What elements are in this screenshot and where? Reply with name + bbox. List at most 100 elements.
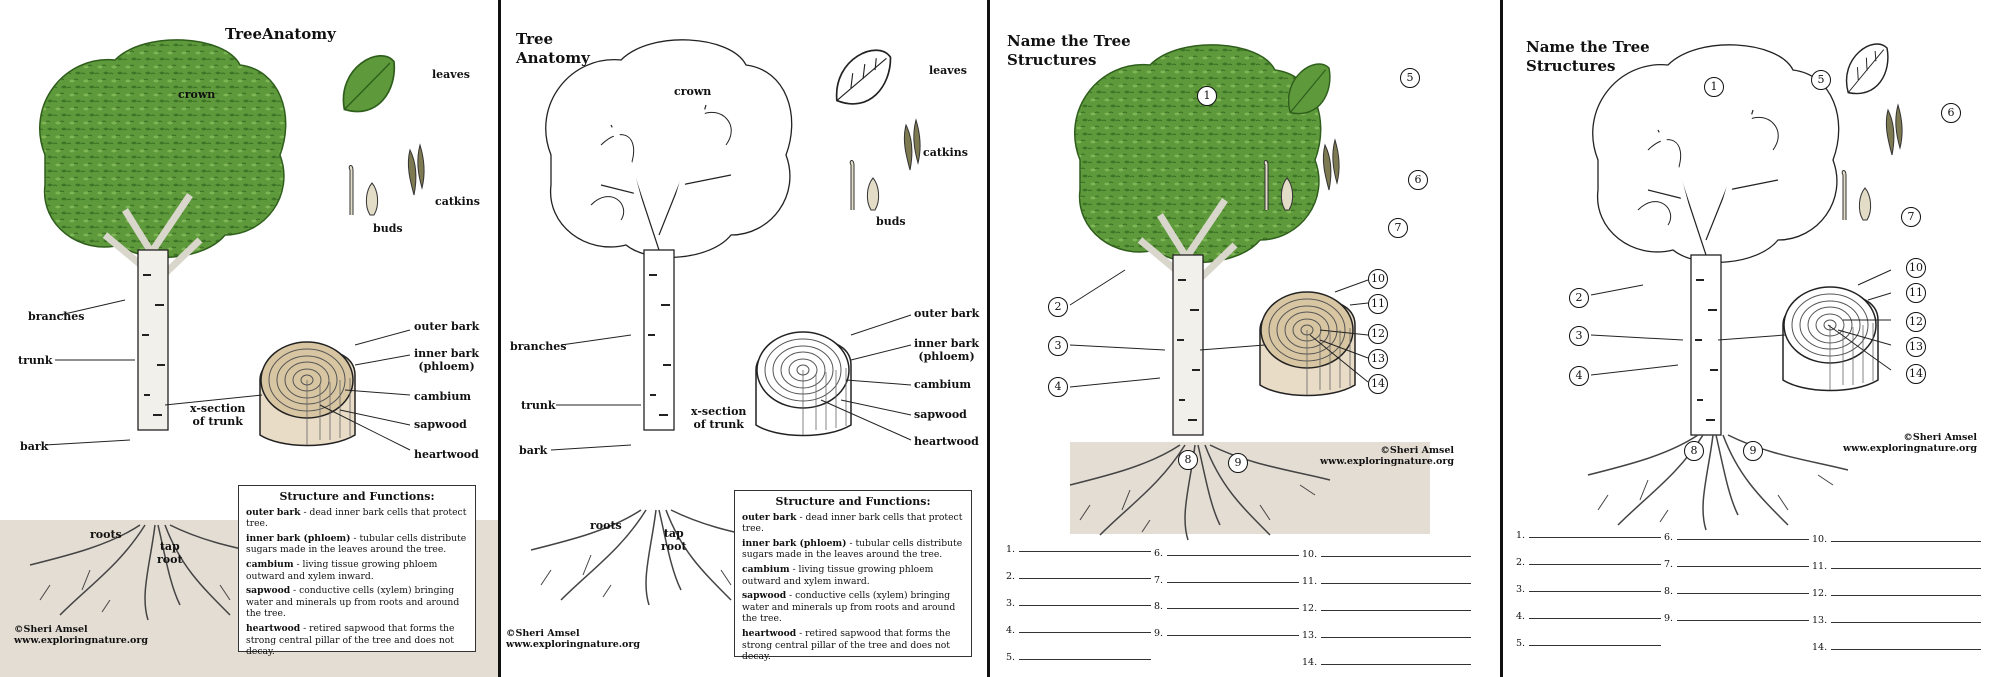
label-catkins: catkins — [923, 146, 968, 159]
answer-blank[interactable]: 12. — [1812, 587, 1982, 599]
label-bark: bark — [519, 444, 548, 457]
leaf-icon — [825, 45, 901, 110]
label-catkins: catkins — [435, 195, 480, 208]
answer-blank[interactable]: 8. — [1154, 600, 1300, 612]
answer-blank[interactable]: 6. — [1664, 531, 1810, 543]
answer-blank[interactable]: 11. — [1302, 575, 1472, 587]
number-marker: 3 — [1048, 336, 1068, 356]
leaf-icon — [1833, 38, 1901, 100]
number-marker: 5 — [1811, 70, 1831, 90]
label-outer-bark: outer bark — [914, 307, 980, 320]
answer-blank[interactable]: 3. — [1006, 597, 1152, 609]
label-leaves: leaves — [432, 68, 470, 81]
answer-blank[interactable]: 2. — [1516, 556, 1662, 568]
trunk-cross-section-icon — [1259, 291, 1356, 397]
number-marker: 5 — [1400, 68, 1420, 88]
number-marker: 6 — [1408, 170, 1428, 190]
number-marker: 7 — [1901, 207, 1921, 227]
answer-blank[interactable]: 5. — [1006, 651, 1152, 663]
box-item: sapwood - conductive cells (xylem) bring… — [742, 590, 956, 625]
box-item: outer bark - dead inner bark cells that … — [742, 511, 963, 535]
box-item: inner bark (phloem) - tubular cells dist… — [742, 537, 963, 561]
label-branches: branches — [28, 310, 85, 323]
number-marker: 10 — [1368, 269, 1388, 289]
number-marker: 4 — [1569, 366, 1589, 386]
tree-illustration — [1069, 0, 1430, 541]
structure-functions-box: Structure and Functions: outer bark - de… — [734, 490, 972, 662]
label-cambium: cambium — [914, 378, 971, 391]
answer-blank[interactable]: 10. — [1812, 533, 1982, 545]
label-roots: roots — [90, 528, 122, 541]
box-heading: Structure and Functions: — [775, 495, 931, 508]
number-marker: 12 — [1368, 324, 1388, 344]
answer-blank[interactable]: 4. — [1516, 610, 1662, 622]
number-marker: 10 — [1906, 258, 1926, 278]
bud-icon — [1841, 169, 1872, 221]
label-inner-bark: inner bark(phloem) — [914, 337, 980, 363]
answer-blank[interactable]: 13. — [1302, 629, 1472, 641]
catkin-icon — [903, 119, 921, 171]
box-item: outer bark - dead inner bark cells that … — [246, 506, 467, 530]
trunk-cross-section-icon — [259, 341, 356, 447]
page-title: TreeAnatomy — [225, 25, 336, 43]
number-marker: 12 — [1906, 312, 1926, 332]
answer-blank[interactable]: 9. — [1664, 612, 1810, 624]
answer-blank[interactable]: 3. — [1516, 583, 1662, 595]
label-bark: bark — [20, 440, 49, 453]
label-cambium: cambium — [414, 390, 471, 403]
leaf-icon — [330, 49, 408, 119]
sheet-divider — [498, 0, 501, 677]
answer-blank[interactable]: 10. — [1302, 548, 1472, 560]
answer-blank[interactable]: 12. — [1302, 602, 1472, 614]
box-heading: Structure and Functions: — [279, 490, 435, 503]
sheet-tree-anatomy-color: TreeAnatomy crown leaves catkins buds br… — [0, 0, 498, 677]
box-item: sapwood - conductive cells (xylem) bring… — [246, 585, 460, 620]
number-marker: 3 — [1569, 326, 1589, 346]
answer-blank[interactable]: 8. — [1664, 585, 1810, 597]
label-crown: crown — [674, 85, 712, 98]
answer-blank[interactable]: 7. — [1664, 558, 1810, 570]
answer-blank[interactable]: 11. — [1812, 560, 1982, 572]
number-marker: 1 — [1704, 77, 1724, 97]
answer-blank[interactable]: 1. — [1006, 543, 1152, 555]
answer-blank[interactable]: 4. — [1006, 624, 1152, 636]
structure-functions-box: Structure and Functions: outer bark - de… — [238, 485, 476, 657]
answer-blank[interactable]: 14. — [1812, 641, 1982, 653]
label-branches: branches — [510, 340, 567, 353]
answer-blank[interactable]: 6. — [1154, 547, 1300, 559]
trunk-cross-section-icon — [755, 331, 852, 437]
answer-blank[interactable]: 7. — [1154, 574, 1300, 586]
number-marker: 2 — [1048, 297, 1068, 317]
label-heartwood: heartwood — [414, 448, 479, 461]
box-item: cambium - living tissue growing phloem o… — [246, 558, 438, 582]
answer-blank[interactable]: 13. — [1812, 614, 1982, 626]
answer-blank[interactable]: 5. — [1516, 637, 1662, 649]
catkin-icon — [1322, 139, 1340, 191]
number-marker: 8 — [1684, 441, 1704, 461]
number-marker: 1 — [1197, 86, 1217, 106]
number-marker: 9 — [1743, 441, 1763, 461]
answer-blank[interactable]: 2. — [1006, 570, 1152, 582]
number-marker: 4 — [1048, 377, 1068, 397]
sheet-divider — [987, 0, 990, 677]
number-marker: 2 — [1569, 288, 1589, 308]
tree-illustration — [1587, 38, 1903, 531]
label-crown: crown — [178, 88, 216, 101]
box-item: heartwood - retired sapwood that forms t… — [246, 622, 455, 658]
answer-blank[interactable]: 14. — [1302, 656, 1472, 668]
answer-blank[interactable]: 9. — [1154, 627, 1300, 639]
answer-blank[interactable]: 1. — [1516, 529, 1662, 541]
catkin-icon — [407, 144, 425, 196]
label-roots: roots — [590, 519, 622, 532]
